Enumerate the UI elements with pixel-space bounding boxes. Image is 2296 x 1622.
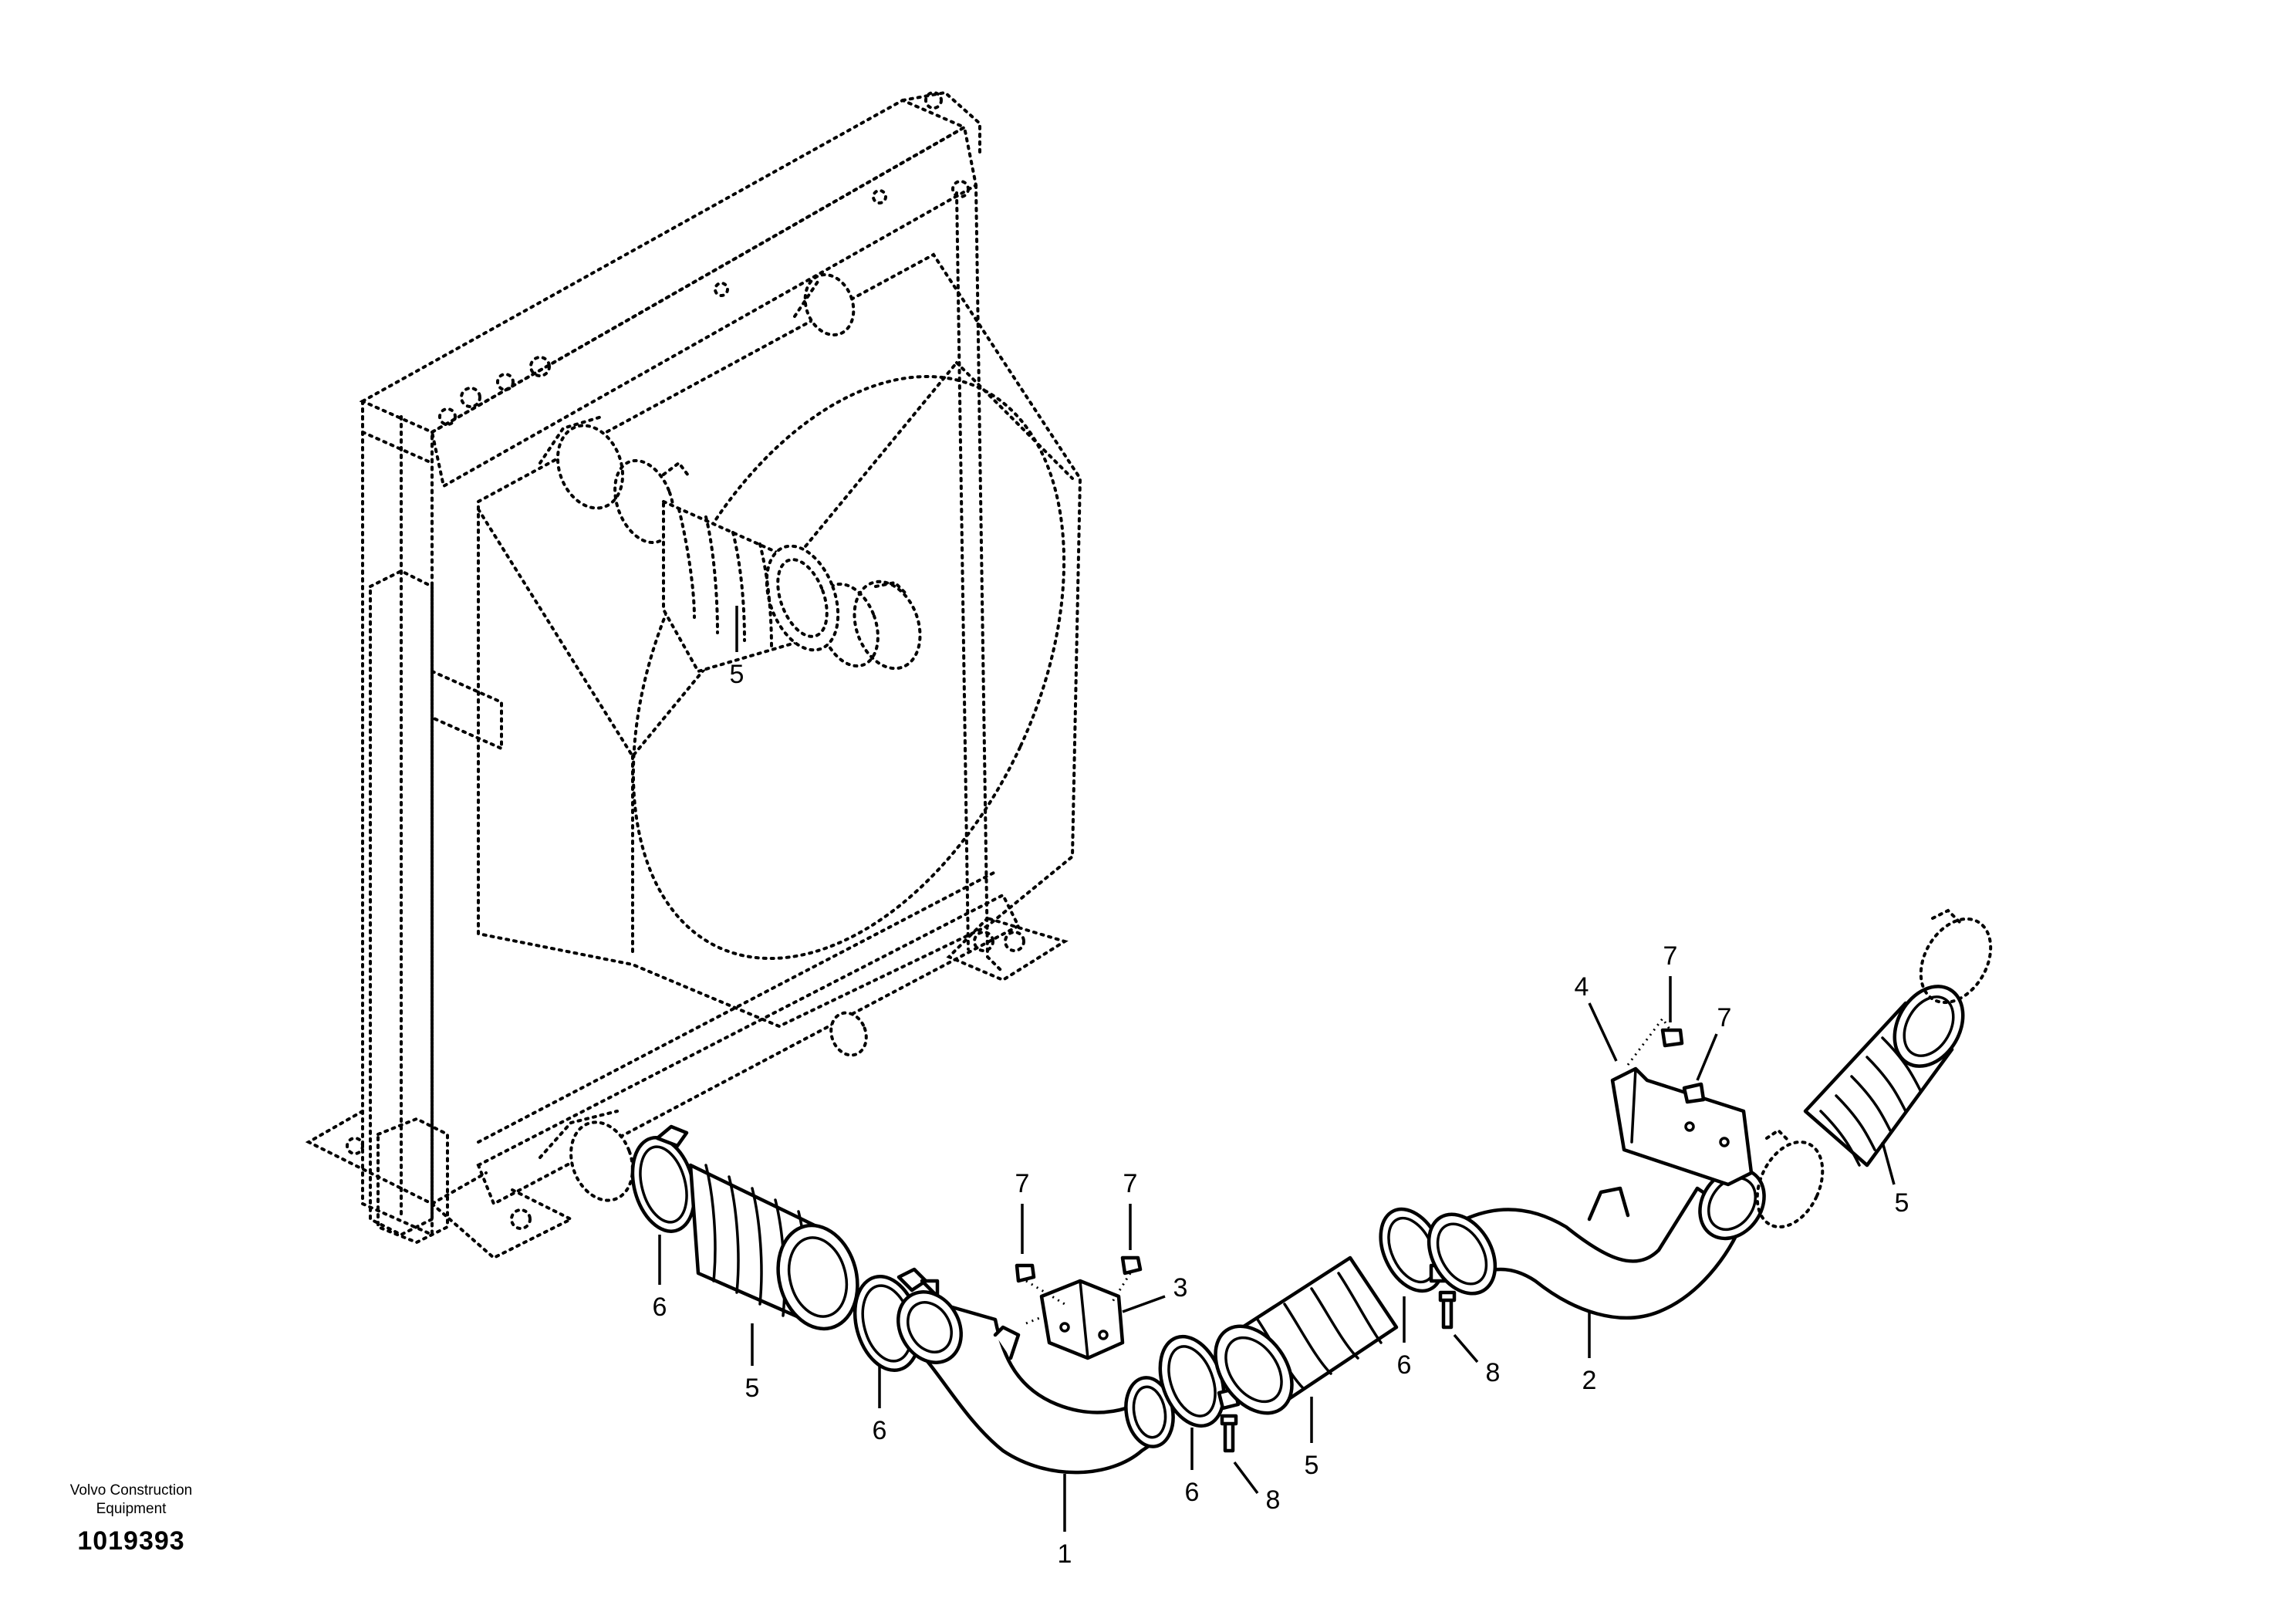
callout-4: 4 xyxy=(1575,972,1589,1002)
callout-6-d: 6 xyxy=(1397,1350,1412,1380)
callout-1: 1 xyxy=(1058,1539,1072,1569)
callout-5-top: 5 xyxy=(730,660,745,689)
callout-3: 3 xyxy=(1173,1273,1188,1303)
bolt-8-a xyxy=(1220,1414,1238,1453)
callout-7-a: 7 xyxy=(1015,1169,1030,1198)
document-number: 1019393 xyxy=(77,1526,185,1556)
callout-6-b: 6 xyxy=(873,1416,887,1445)
pipe-1 xyxy=(896,1290,1175,1475)
callout-5-left: 5 xyxy=(745,1374,760,1403)
bellows-hose-5-left xyxy=(688,1163,859,1331)
bolt-7-d xyxy=(1682,1082,1706,1104)
bolt-7-b xyxy=(1109,1255,1143,1305)
bolt-7-a xyxy=(1015,1263,1065,1306)
footer-block: Volvo Construction Equipment 1019393 xyxy=(31,1482,231,1556)
callout-6-a: 6 xyxy=(653,1293,667,1322)
clamp-6-right xyxy=(1379,1207,1449,1293)
callout-leaders xyxy=(658,606,1896,1532)
callout-5-right: 5 xyxy=(1895,1188,1909,1218)
clamp-right-upper xyxy=(1919,908,1993,1005)
radiator-frame xyxy=(305,90,1082,1260)
callout-5-mid: 5 xyxy=(1305,1451,1319,1480)
bolt-7-c xyxy=(1660,1028,1684,1048)
bellows-hose-5-mid xyxy=(1214,1255,1399,1415)
company-name-line2: Equipment xyxy=(96,1501,167,1517)
callout-8-b: 8 xyxy=(1486,1358,1501,1387)
clamp-right-lower xyxy=(1755,1128,1825,1228)
bellows-hose-5-right xyxy=(1803,985,1965,1168)
pipe-2 xyxy=(1427,1167,1766,1320)
bracket-3 xyxy=(1025,1279,1125,1360)
callout-labels: 5 6 5 6 1 7 7 3 6 8 5 6 8 2 4 7 7 5 xyxy=(653,660,1909,1569)
company-name-line1: Volvo Construction xyxy=(69,1482,193,1499)
callout-7-b: 7 xyxy=(1123,1169,1138,1198)
upper-bellows-hose xyxy=(662,461,922,674)
clamp-6-left xyxy=(630,1124,697,1233)
bolt-8-b xyxy=(1438,1290,1457,1330)
callout-7-c: 7 xyxy=(1663,941,1678,971)
callout-7-d: 7 xyxy=(1717,1003,1732,1032)
callout-2: 2 xyxy=(1582,1366,1597,1395)
bracket-4 xyxy=(1610,1016,1754,1187)
callout-6-c: 6 xyxy=(1185,1478,1200,1507)
callout-8-a: 8 xyxy=(1266,1485,1281,1515)
